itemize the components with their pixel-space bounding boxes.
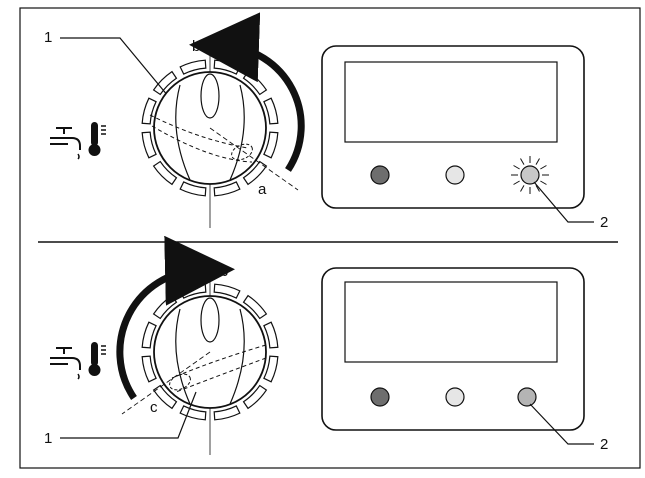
panel-top: 1 [44, 12, 608, 231]
dial-position-a-line [209, 127, 299, 191]
button-right-blinking[interactable] [520, 165, 540, 185]
dial-segment [141, 131, 157, 159]
temperature-dial[interactable] [141, 40, 299, 228]
dial-segment [141, 355, 157, 383]
dial-pointer-outline [151, 125, 253, 163]
button-left[interactable] [370, 165, 390, 185]
blink-ray [520, 158, 525, 165]
callout-1-label: 1 [44, 430, 52, 447]
dial-pointer-tip [231, 143, 253, 161]
faucet-icon [50, 347, 81, 380]
dial-segment [263, 321, 279, 349]
control-panel [321, 45, 585, 209]
thermometer-icon [88, 342, 106, 376]
blink-ray [535, 185, 540, 192]
dial-segment [179, 405, 207, 421]
dial-segment [152, 70, 178, 96]
blink-ray [540, 165, 547, 170]
blink-rays [511, 156, 549, 194]
thermometer-icon [88, 122, 106, 156]
dial-segment [213, 181, 241, 197]
blink-ray [520, 185, 525, 192]
dial-grip-edge [229, 84, 245, 181]
button-right[interactable] [517, 387, 537, 407]
dial-segment [141, 97, 157, 125]
dial-grip-edge [175, 84, 191, 181]
dial-segment [242, 160, 268, 186]
outer-frame [19, 7, 641, 469]
rotation-arrow [189, 12, 305, 172]
control-panel [321, 267, 585, 431]
callout-2-label: 2 [600, 436, 608, 453]
dial-segment [141, 321, 157, 349]
callout-1-leader [60, 391, 197, 439]
blink-ray [535, 158, 540, 165]
dial-pointer-outline [171, 344, 267, 379]
rotation-arrow [116, 235, 235, 400]
dial-pointer-outline [175, 357, 267, 393]
dial-segment [263, 355, 279, 383]
callout-2-leader [533, 181, 594, 223]
rotation-label-c: c [150, 399, 158, 416]
callout-2-leader [529, 403, 594, 445]
blink-ray [513, 180, 520, 185]
dial-segment [213, 405, 241, 421]
dial-segment [242, 294, 268, 320]
rotation-label-b: b [192, 38, 200, 55]
rotation-label-a: a [258, 181, 267, 198]
callout-1-leader [60, 37, 179, 109]
dial-segment [179, 181, 207, 197]
faucet-icon [50, 127, 81, 160]
dial-grip-edge [175, 308, 191, 405]
button-middle[interactable] [445, 387, 465, 407]
dial-position-c-line [121, 351, 211, 415]
callout-1-label: 1 [44, 29, 52, 46]
dial-segment [242, 384, 268, 410]
blink-ray [540, 180, 547, 185]
panel-bottom: b c 1 2 [44, 235, 608, 455]
display-screen [344, 281, 558, 363]
display-screen [344, 61, 558, 143]
button-middle[interactable] [445, 165, 465, 185]
dial-segment [152, 384, 178, 410]
dial-segment [263, 97, 279, 125]
blink-ray [513, 165, 520, 170]
callout-2-label: 2 [600, 214, 608, 231]
dial-segment [152, 160, 178, 186]
dial-segment [263, 131, 279, 159]
rotation-label-b: b [220, 263, 228, 280]
dial-grip-edge [229, 308, 245, 405]
button-left[interactable] [370, 387, 390, 407]
